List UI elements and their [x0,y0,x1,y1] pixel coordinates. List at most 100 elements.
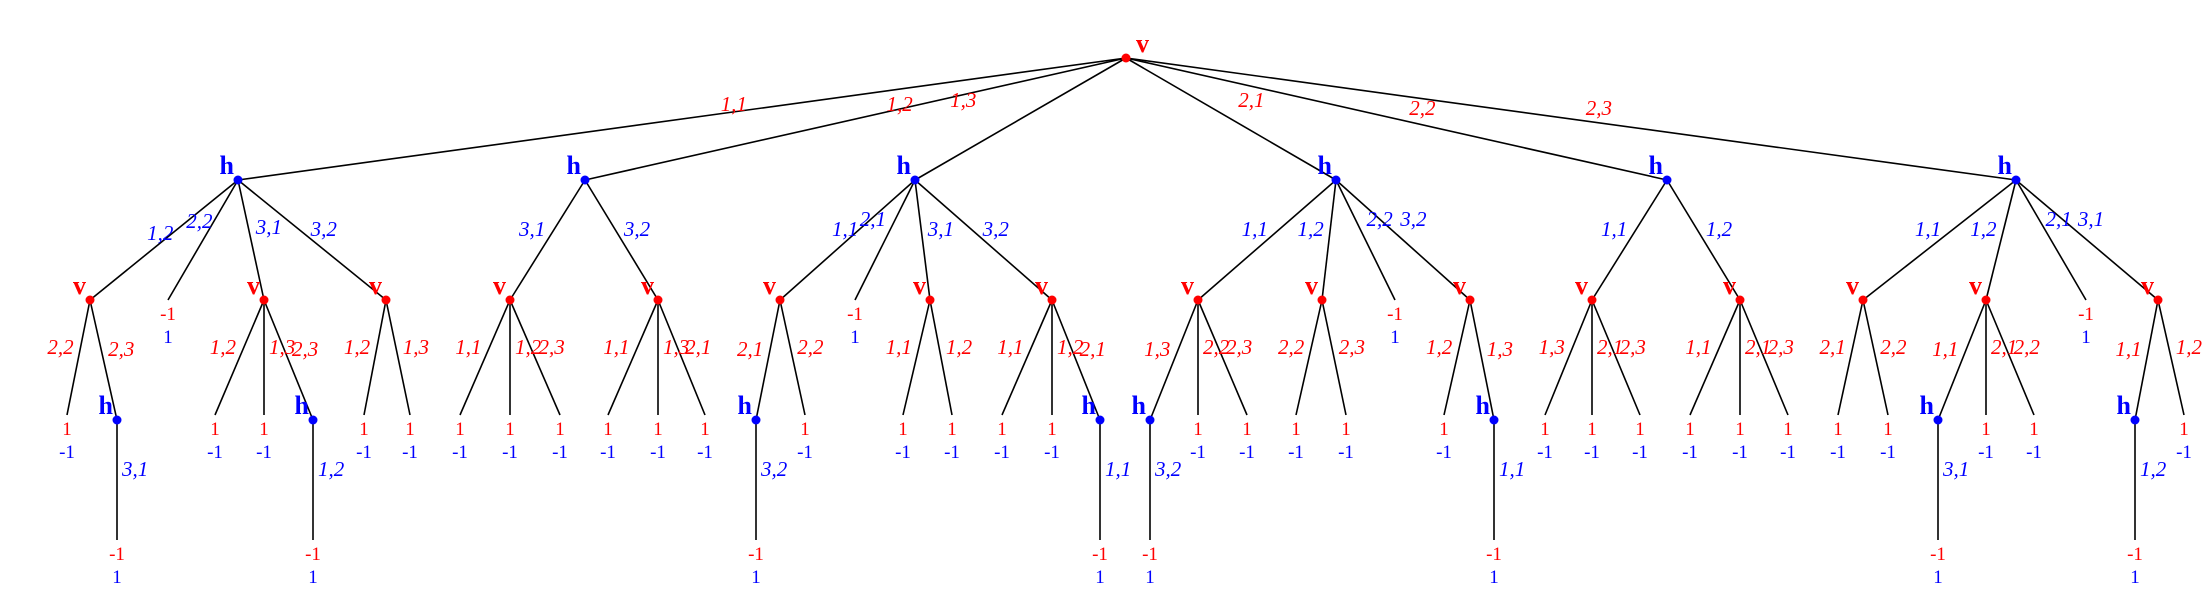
edge-label-C-C2: 2,1 [860,207,886,231]
edge-label-B-B2: 3,2 [623,217,651,241]
edge-label-F4-F4a: 1,1 [2115,337,2141,361]
edge-label-B2-B2c: 2,1 [685,335,711,359]
edge-label-root-F: 2,3 [1586,96,1612,120]
edge-label-F-F2: 1,2 [1970,217,1997,241]
edge-label-F-F3: 2,1 [2046,207,2072,231]
edge-label-F2-F2b: 2,1 [1991,335,2017,359]
payoff-h-E2b: -1 [1732,442,1748,463]
edge-label-B-B1: 3,1 [518,217,545,241]
edge-C-C2 [854,179,916,301]
payoff-v-D4b1: -1 [1486,544,1502,565]
payoff-v-A4a: 1 [359,419,369,440]
payoff-v-C3b: 1 [947,419,957,440]
payoff-h-D1a1: 1 [1145,567,1155,588]
edge-D2-D2b [1321,299,1347,416]
node-v-C1 [775,295,785,305]
payoff-v-F3: -1 [2078,304,2094,325]
payoff-v-B2a: 1 [603,419,613,440]
edge-D1-D1c [1197,299,1248,416]
payoff-v-D2b: 1 [1341,419,1351,440]
edge-E2-E2c [1739,299,1789,416]
edge-label-C4-C4c: 2,1 [1080,337,1106,361]
node-h-E [1662,175,1672,185]
edge-C-C3 [914,179,931,301]
edge-F2-F2c [1985,299,2035,416]
edges-layer [66,57,2185,540]
edge-label-B1-B1c: 2,3 [539,335,565,359]
edge-label-C3-C3b: 1,2 [946,335,973,359]
edge-label-A1-A1a: 2,2 [47,335,74,359]
node-label-A1b: h [99,391,114,420]
payoff-h-A3b: -1 [256,442,272,463]
edge-B2-B2c [657,299,706,416]
edge-label-A-A4: 3,2 [310,217,338,241]
payoff-v-E1a: 1 [1540,419,1550,440]
edge-root-C [914,57,1127,181]
edge-label-C-C3: 3,1 [927,217,954,241]
node-v-A4 [381,295,391,305]
node-label-B2: v [641,271,654,300]
edge-label-E-E1: 1,1 [1601,217,1627,241]
node-label-C1: v [763,271,776,300]
edge-label-F4a-F4a1: 1,2 [2140,457,2167,481]
edge-label-D1a-D1a1: 3,2 [1154,457,1182,481]
edge-label-F-F4: 3,1 [2077,207,2104,231]
node-label-A3: v [247,271,260,300]
payoff-v-B1a: 1 [455,419,465,440]
node-v-C4 [1047,295,1057,305]
node-v-B1 [505,295,515,305]
payoff-h-D1b: -1 [1190,442,1206,463]
node-v-B2 [653,295,663,305]
edge-label-root-A: 1,1 [721,92,747,116]
payoff-v-C4b: 1 [1047,419,1057,440]
edge-B1-B1a [459,299,511,416]
edge-label-E2-E2a: 1,1 [1685,335,1711,359]
edge-label-B1-B1b: 1,2 [515,335,542,359]
payoff-h-D3: 1 [1390,327,1400,348]
edge-label-D1-D1b: 2,2 [1203,335,1230,359]
payoff-h-B2b: -1 [650,442,666,463]
edge-label-F2-F2c: 2,2 [2014,335,2041,359]
edge-F4-F4a [2134,299,2159,421]
edge-label-root-E: 2,2 [1409,96,1436,120]
edge-D-D2 [1321,179,1337,301]
node-label-D4b: h [1476,391,1491,420]
node-h-C1a [751,415,761,425]
payoff-v-D1a1: -1 [1142,544,1158,565]
node-label-C3: v [913,271,926,300]
payoff-h-C4c1: 1 [1095,567,1105,588]
node-label-C4c: h [1082,391,1097,420]
edge-B2-B2a [607,299,659,416]
node-h-D4b [1489,415,1499,425]
payoff-v-F2b: 1 [1981,419,1991,440]
node-v-E1 [1587,295,1597,305]
edge-label-D-D3: 2,2 [1367,207,1394,231]
payoff-h-A4a: -1 [356,442,372,463]
edge-C4-C4c [1051,299,1101,421]
node-h-D1a [1145,415,1155,425]
edge-label-F1-F1b: 2,2 [1880,335,1907,359]
edge-C3-C3a [902,299,931,416]
node-v-F1 [1858,295,1868,305]
edge-D2-D2a [1295,299,1323,416]
payoff-v-C1a1: -1 [748,544,764,565]
node-v-A1 [85,295,95,305]
payoff-h-C3a: -1 [895,442,911,463]
payoff-v-E2b: 1 [1735,419,1745,440]
node-v-F4 [2153,295,2163,305]
edge-A-A1 [89,179,239,301]
edge-C3-C3b [929,299,953,416]
node-v-F2 [1981,295,1991,305]
edge-E1-E1c [1591,299,1641,416]
edge-label-A3c-A3c1: 1,2 [318,457,345,481]
payoff-h-B1b: -1 [502,442,518,463]
node-label-F4a: h [2117,391,2132,420]
payoff-v-E1b: 1 [1587,419,1597,440]
node-h-C [910,175,920,185]
node-v-D2 [1317,295,1327,305]
payoff-v-A2: -1 [160,304,176,325]
edge-label-E1-E1b: 2,1 [1597,335,1623,359]
node-v-E2 [1735,295,1745,305]
payoff-h-D2b: -1 [1338,442,1354,463]
